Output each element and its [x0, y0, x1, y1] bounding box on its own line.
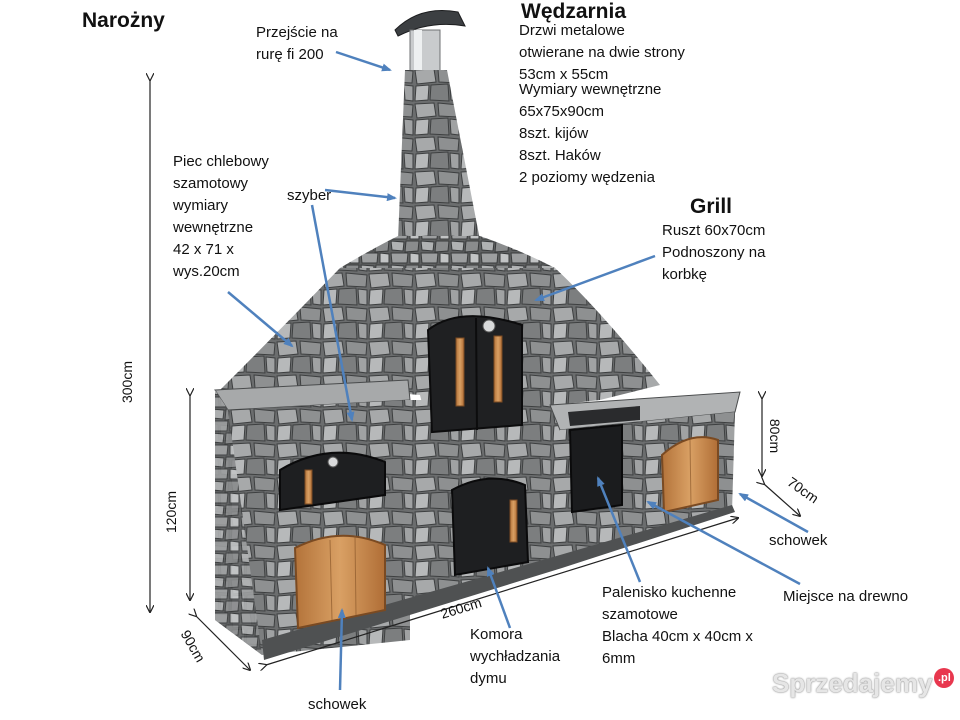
dimension-lines [150, 80, 800, 670]
arrow-storage-left [337, 608, 346, 691]
firewood-storage-door[interactable] [660, 436, 719, 514]
arrow-damper-down [310, 204, 355, 422]
arrow-grill [534, 254, 656, 302]
title-smokehouse: Wędzarnia [521, 0, 627, 23]
label-storage-left: schowek [308, 696, 367, 713]
oven-thermometer-icon [327, 456, 339, 468]
dim-text-grill-height: 80cm [767, 418, 784, 454]
title-corner: Narożny [82, 9, 165, 32]
grill-hob [568, 406, 640, 426]
dim-text-base-height: 120cm [163, 490, 180, 534]
dim-text-total-height: 300cm [119, 360, 136, 404]
label-storage-right: schowek [769, 532, 828, 549]
arrow-pipe [335, 50, 392, 72]
arrow-damper [324, 188, 397, 202]
arrow-oven [227, 291, 294, 348]
watermark-text: Sprzedajemy [772, 668, 933, 698]
title-grill: Grill [690, 195, 733, 218]
arrow-cooling [486, 566, 512, 629]
left-side-face [215, 390, 262, 655]
dim-length [266, 518, 738, 665]
arrow-storage-right [738, 492, 809, 534]
label-door: Drzwi metalowe otwierane na dwie strony … [519, 22, 685, 83]
watermark: Sprzedajemy.pl [772, 668, 955, 699]
callout-arrows [227, 50, 809, 691]
cooling-chamber-door[interactable] [450, 477, 530, 577]
label-inner-dimensions: Wymiary wewnętrzne 65x75x90cm 8szt. kijó… [519, 81, 662, 186]
label-firebox: Palenisko kuchenne szamotowe Blacha 40cm… [602, 584, 753, 667]
chimney-column [398, 70, 480, 240]
dim-grill-depth [764, 484, 800, 516]
arrow-firebox [596, 476, 642, 583]
label-pipe: Przejście na rurę fi 200 [256, 24, 338, 63]
firebox-door[interactable] [568, 423, 623, 514]
label-damper: szyber [287, 187, 332, 204]
label-bread-oven: Piec chlebowy szamotowy wymiary wewnętrz… [173, 153, 269, 280]
door-handle-right[interactable] [493, 335, 503, 403]
bread-oven-door[interactable] [279, 451, 386, 512]
arrow-firewood [646, 500, 801, 586]
label-cooling-chamber: Komora wychładzania dymu [470, 626, 561, 687]
thermometer-icon [482, 319, 496, 333]
label-grate: Ruszt 60x70cm Podnoszony na korbkę [662, 222, 766, 283]
watermark-badge: .pl [934, 668, 955, 688]
dim-depth [196, 616, 250, 670]
cooling-door-handle[interactable] [509, 499, 518, 543]
label-firewood: Miejsce na drewno [783, 588, 909, 605]
smokehouse-door[interactable] [426, 315, 523, 434]
door-handle-left[interactable] [455, 337, 465, 407]
roof-flare [340, 236, 555, 268]
oven-handle[interactable] [304, 469, 313, 505]
